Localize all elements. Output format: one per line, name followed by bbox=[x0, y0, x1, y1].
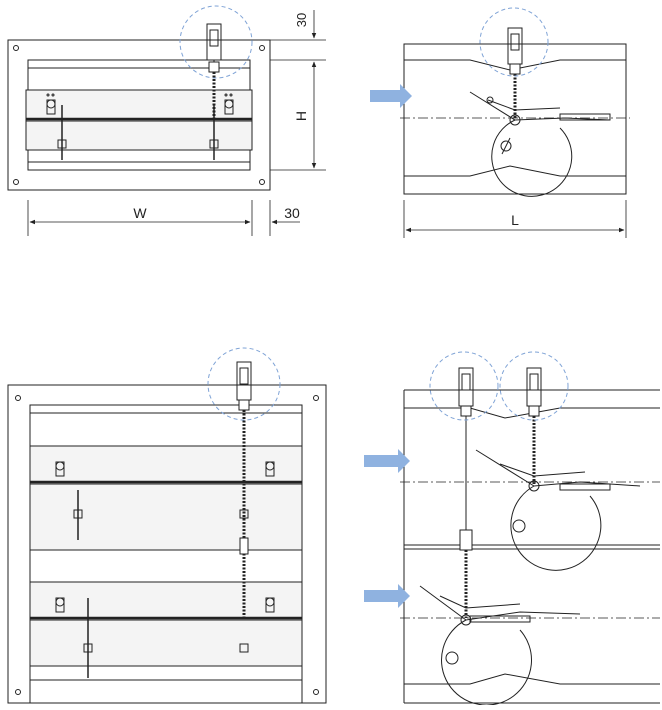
outer-frame bbox=[7, 39, 271, 191]
mounting-hole-icon bbox=[259, 45, 265, 51]
mounting-hole-icon bbox=[259, 179, 265, 185]
detail-circle-icon bbox=[499, 351, 569, 421]
detail-circle-icon bbox=[207, 347, 281, 421]
flow-direction-arrow-icon bbox=[364, 584, 410, 608]
mounting-hole-icon bbox=[13, 45, 19, 51]
flow-direction-arrow-icon bbox=[370, 84, 412, 108]
front-view-double bbox=[7, 347, 327, 704]
detail-circle-icon bbox=[479, 7, 549, 77]
side-view-dimensions bbox=[403, 200, 627, 238]
side-view-double bbox=[400, 351, 660, 706]
mounting-hole-icon bbox=[313, 395, 319, 401]
mounting-hole-icon bbox=[15, 395, 21, 401]
actuator-icon bbox=[206, 23, 222, 61]
mounting-hole-icon bbox=[13, 179, 19, 185]
blade-panel-lower bbox=[29, 581, 303, 667]
mounting-hole-icon bbox=[15, 689, 21, 695]
detail-circle-icon bbox=[429, 351, 499, 421]
flange-dimension-label: 30 bbox=[294, 13, 309, 27]
front-view-single bbox=[7, 5, 271, 191]
blade-panel-upper bbox=[29, 445, 303, 551]
offset-dimension-label: 30 bbox=[284, 205, 300, 221]
side-view-single bbox=[400, 7, 630, 197]
length-dimension-label: L bbox=[511, 212, 519, 228]
side-casing bbox=[403, 43, 627, 195]
flow-direction-arrow-icon bbox=[364, 449, 410, 473]
mounting-hole-icon bbox=[313, 689, 319, 695]
detail-circle-icon bbox=[179, 5, 253, 79]
height-dimension-label: H bbox=[293, 111, 309, 121]
width-dimension-label: W bbox=[133, 205, 147, 221]
front-view-dimensions bbox=[27, 10, 326, 236]
actuator-icon bbox=[507, 27, 523, 65]
